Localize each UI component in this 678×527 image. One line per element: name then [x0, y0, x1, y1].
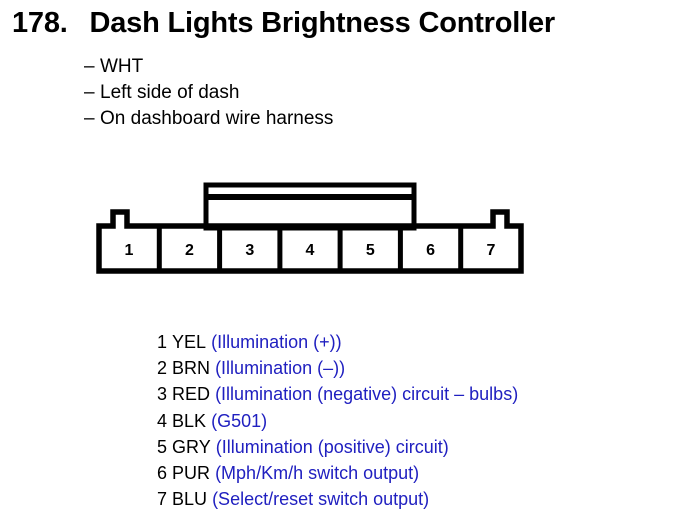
pin-description: (G501)	[211, 410, 268, 431]
pin-wire-color: BRN	[172, 358, 211, 379]
connector-cavity-dividers	[156, 228, 464, 270]
pin-description: (Illumination (negative) circuit – bulbs…	[215, 384, 519, 405]
cavity-number: 1	[125, 242, 134, 259]
pin-description: (Illumination (+))	[211, 332, 342, 352]
cavity-number: 5	[366, 242, 375, 259]
descriptor-item: –Left side of dash	[84, 80, 333, 106]
pin-number: 5	[157, 436, 168, 457]
descriptor-item: –On dashboard wire harness	[84, 106, 333, 132]
pin-legend-row: 6 PUR (Mph/Km/h switch output)	[157, 460, 518, 486]
dash-bullet-icon: –	[84, 56, 95, 77]
dash-bullet-icon: –	[84, 82, 95, 103]
dash-bullet-icon: –	[84, 108, 95, 129]
cavity-number: 2	[185, 242, 194, 259]
cavity-number: 3	[245, 242, 254, 259]
pin-legend: 1 YEL (Illumination (+)) 2 BRN (Illumina…	[157, 329, 518, 512]
pin-legend-row: 5 GRY (Illumination (positive) circuit)	[157, 434, 518, 460]
pin-description: (Select/reset switch output)	[212, 489, 430, 510]
pin-number: 4	[157, 410, 168, 431]
pin-number: 7	[157, 489, 168, 510]
pin-number: 2	[157, 358, 168, 379]
pin-wire-color: PUR	[172, 463, 211, 484]
pin-wire-color: GRY	[172, 436, 211, 457]
pin-number: 3	[157, 384, 168, 405]
connector-cavity-numbers: 1 2 3 4 5 6 7	[125, 242, 496, 259]
page-title-text: Dash Lights Brightness Controller	[89, 7, 556, 39]
pin-wire-color: RED	[172, 384, 211, 405]
cavity-number: 6	[426, 242, 435, 259]
connector-latch-tab	[203, 182, 417, 231]
pin-legend-row: 3 RED (Illumination (negative) circuit –…	[157, 381, 518, 407]
page-title: 178. Dash Lights Brightness Controller	[12, 6, 555, 40]
pin-legend-row: 7 BLU (Select/reset switch output)	[157, 486, 518, 512]
descriptor-label: WHT	[100, 56, 144, 77]
pin-wire-color: BLK	[172, 410, 207, 431]
cavity-number: 7	[486, 242, 495, 259]
descriptor-list: –WHT –Left side of dash –On dashboard wi…	[84, 54, 333, 132]
connector-diagram: 1 2 3 4 5 6 7	[96, 182, 524, 278]
pin-wire-color: BLU	[172, 489, 208, 510]
pin-legend-row: 2 BRN (Illumination (–))	[157, 355, 518, 381]
pin-number: 6	[157, 463, 168, 484]
descriptor-label: On dashboard wire harness	[100, 108, 334, 129]
descriptor-item: –WHT	[84, 54, 333, 80]
pin-legend-row: 1 YEL (Illumination (+))	[157, 329, 518, 355]
page-title-number: 178.	[12, 7, 68, 39]
descriptor-label: Left side of dash	[100, 82, 240, 103]
pin-description: (Illumination (positive) circuit)	[215, 436, 449, 457]
cavity-number: 4	[306, 242, 315, 259]
pin-legend-row: 4 BLK (G501)	[157, 408, 518, 434]
connector-body-outline	[96, 209, 524, 274]
pin-description: (Illumination (–))	[215, 358, 346, 379]
pin-description: (Mph/Km/h switch output)	[215, 463, 420, 484]
pin-number: 1	[157, 332, 168, 352]
pin-wire-color: YEL	[172, 332, 207, 352]
